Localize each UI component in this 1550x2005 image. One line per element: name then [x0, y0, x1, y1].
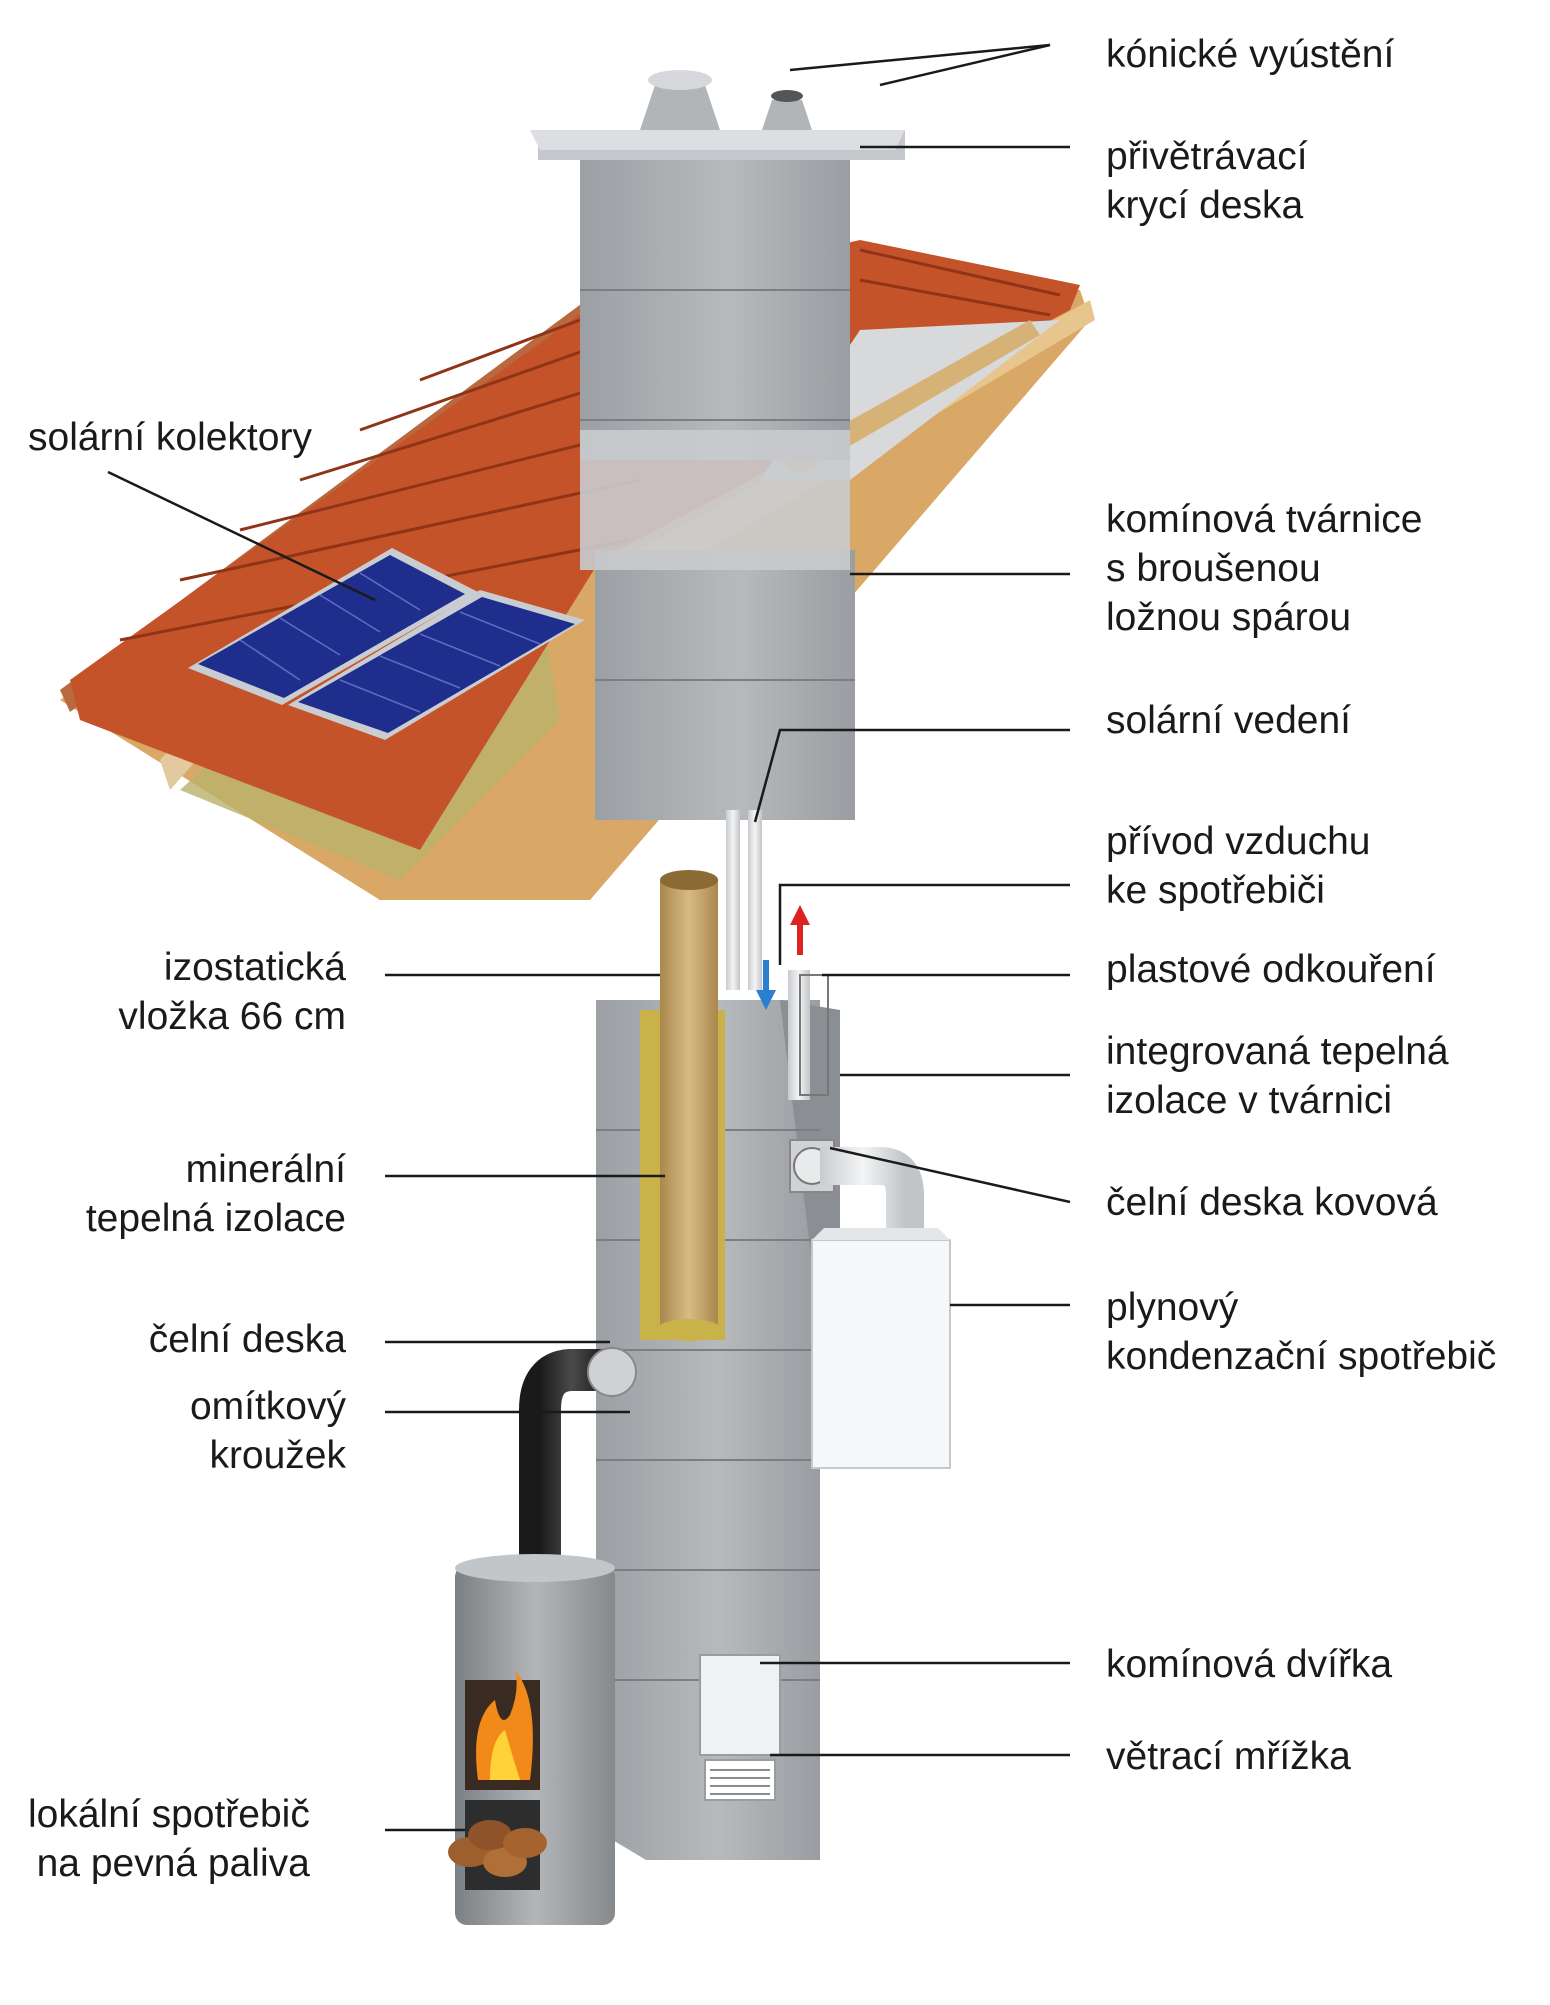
label-cover-plate: přivětrávací krycí deska — [1106, 135, 1308, 227]
solar-panels — [188, 548, 585, 740]
label-chimney-door: komínová dvířka — [1106, 1643, 1393, 1686]
label-metal-front-plate: čelní deska kovová — [1106, 1181, 1438, 1224]
label-conical-outlet: kónické vyústění — [1106, 33, 1395, 76]
leader-lines — [107, 43, 1071, 1832]
roof — [60, 240, 1095, 900]
logs — [448, 1820, 547, 1877]
label-gas-boiler: plynový kondenzační spotřebič — [1106, 1286, 1497, 1378]
solar-lines — [726, 810, 762, 990]
label-plaster-ring: omítkový kroužek — [189, 1385, 346, 1477]
label-mineral-insulation: minerální tepelná izolace — [85, 1148, 346, 1240]
label-isostatic-liner: izostatická vložka 66 cm — [118, 946, 346, 1038]
label-plastic-flue: plastové odkouření — [1106, 948, 1436, 991]
label-front-plate: čelní deska — [148, 1318, 346, 1361]
plastic-flue — [756, 905, 829, 1100]
upper-chimney — [530, 70, 905, 820]
label-vent-grille: větrací mřížka — [1106, 1735, 1351, 1778]
gas-boiler — [811, 1147, 951, 1469]
label-solar-lines: solární vedení — [1106, 699, 1351, 742]
label-air-supply: přívod vzduchu ke spotřebiči — [1106, 820, 1371, 912]
label-chimney-block: komínová tvárnice s broušenou ložnou spá… — [1106, 498, 1423, 639]
label-solid-fuel-stove: lokální spotřebič na pevná paliva — [28, 1793, 310, 1885]
wood-stove — [448, 1347, 637, 1925]
label-integrated-insulation: integrovaná tepelná izolace v tvárnici — [1106, 1030, 1449, 1122]
label-solar-collectors: solární kolektory — [28, 416, 312, 459]
